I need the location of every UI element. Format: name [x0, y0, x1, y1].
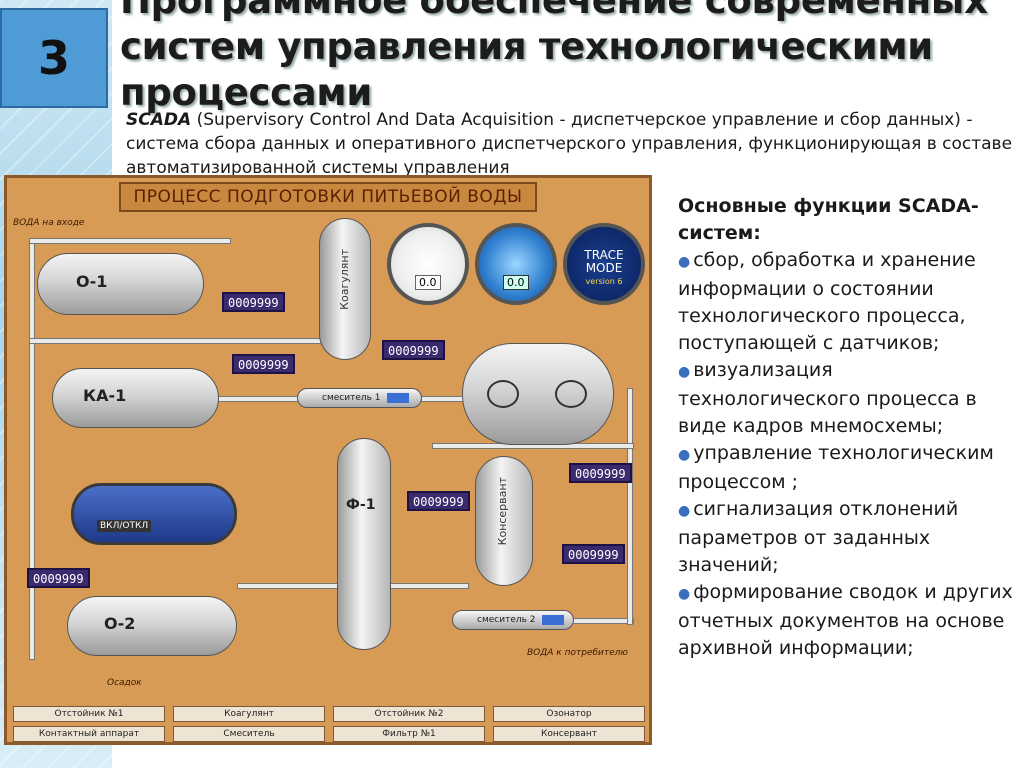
bullet-icon: ● — [678, 447, 691, 463]
trace-mode-version: version 6 — [585, 277, 623, 286]
pressure-gauge-1: 0.0 — [387, 223, 469, 305]
tank-ka1-label: КА-1 — [83, 386, 127, 405]
slide-number-box: 3 — [0, 8, 108, 108]
scada-definition: (Supervisory Control And Data Acquisitio… — [126, 110, 1013, 178]
sediment-label: Осадок — [107, 678, 142, 688]
function-item: ●сбор, обработка и хранение информации о… — [678, 249, 976, 354]
settler-o1-tank[interactable]: О-1 — [37, 253, 204, 315]
footer-button[interactable]: Отстойник №2 — [333, 706, 485, 722]
pipe — [29, 338, 331, 344]
ozonator-element — [555, 380, 587, 408]
mixer1-label: смеситель 1 — [322, 393, 381, 403]
display-coagulant: 0009999 — [382, 340, 445, 360]
on-off-switch[interactable]: ВКЛ/ОТКЛ — [97, 520, 152, 532]
bullet-icon: ● — [678, 503, 691, 519]
display-ka1: 0009999 — [232, 354, 295, 374]
conservant-tank[interactable]: Консервант — [475, 456, 533, 586]
display-o2: 0009999 — [27, 568, 90, 588]
mixer2-label: смеситель 2 — [477, 615, 536, 625]
footer-button[interactable]: Отстойник №1 — [13, 706, 165, 722]
footer-button[interactable]: Озонатор — [493, 706, 645, 722]
footer-button[interactable]: Контактный аппарат — [13, 726, 165, 742]
footer-button[interactable]: Коагулянт — [173, 706, 325, 722]
function-item: ●визуализация технологического процесса … — [678, 359, 977, 437]
pipe — [29, 238, 35, 660]
slide-number: 3 — [37, 31, 70, 85]
uv-unit — [71, 483, 237, 545]
footer-button[interactable]: Фильтр №1 — [333, 726, 485, 742]
pipe — [207, 396, 299, 402]
tank-o1-label: О-1 — [76, 272, 108, 291]
display-f1: 0009999 — [407, 491, 470, 511]
mnemo-title: ПРОЦЕСС ПОДГОТОВКИ ПИТЬЕВОЙ ВОДЫ — [119, 182, 537, 212]
function-item: ●формирование сводок и других отчетных д… — [678, 581, 1013, 659]
contact-ka1-tank[interactable]: КА-1 — [52, 368, 219, 428]
water-out-label: ВОДА к потребителю — [527, 648, 628, 658]
trace-mode-logo: TRACE MODE version 6 — [563, 223, 645, 305]
display-o1: 0009999 — [222, 292, 285, 312]
pipe — [29, 238, 231, 244]
settler-o2-tank[interactable]: О-2 — [67, 596, 237, 656]
function-item: ●управление технологическим процессом ; — [678, 442, 994, 493]
functions-heading: Основные функции SCADA-систем: — [678, 195, 979, 244]
trace-mode-text: TRACE MODE — [584, 248, 624, 275]
ozonator-element — [487, 380, 519, 408]
bullet-icon: ● — [678, 586, 691, 602]
mixer-2[interactable]: смеситель 2 — [452, 610, 574, 630]
tank-f1-label: Ф-1 — [346, 497, 376, 513]
tank-o2-label: О-2 — [104, 614, 136, 633]
water-in-label: ВОДА на входе — [13, 218, 85, 228]
display-conservant-top: 0009999 — [569, 463, 632, 483]
display-conservant: 0009999 — [562, 544, 625, 564]
mixer-1[interactable]: смеситель 1 — [297, 388, 422, 408]
coagulant-label: Коагулянт — [338, 249, 351, 310]
filter-f1-tank[interactable]: Ф-1 — [337, 438, 391, 650]
gauge1-value: 0.0 — [415, 275, 441, 290]
scada-mnemonic-panel: ПРОЦЕСС ПОДГОТОВКИ ПИТЬЕВОЙ ВОДЫ ВОДА на… — [4, 175, 652, 745]
bullet-icon: ● — [678, 254, 691, 270]
function-item: ●сигнализация отклонений параметров от з… — [678, 498, 959, 576]
scada-description: SCADA (Supervisory Control And Data Acqu… — [126, 108, 1016, 180]
footer-button[interactable]: Смеситель — [173, 726, 325, 742]
ozonator-tank[interactable] — [462, 343, 614, 445]
bullet-icon: ● — [678, 364, 691, 380]
pipe — [627, 388, 633, 625]
scada-functions-list: Основные функции SCADA-систем: ●сбор, об… — [678, 193, 1018, 662]
pipe — [572, 618, 634, 624]
coagulant-tank[interactable]: Коагулянт — [319, 218, 371, 360]
scada-term: SCADA — [126, 110, 192, 130]
footer-button[interactable]: Консервант — [493, 726, 645, 742]
pressure-gauge-2: 0.0 — [475, 223, 557, 305]
gauge2-value: 0.0 — [503, 275, 529, 290]
slide-title: Программное обеспечение современных сист… — [120, 0, 988, 114]
conservant-label: Консервант — [496, 477, 509, 546]
